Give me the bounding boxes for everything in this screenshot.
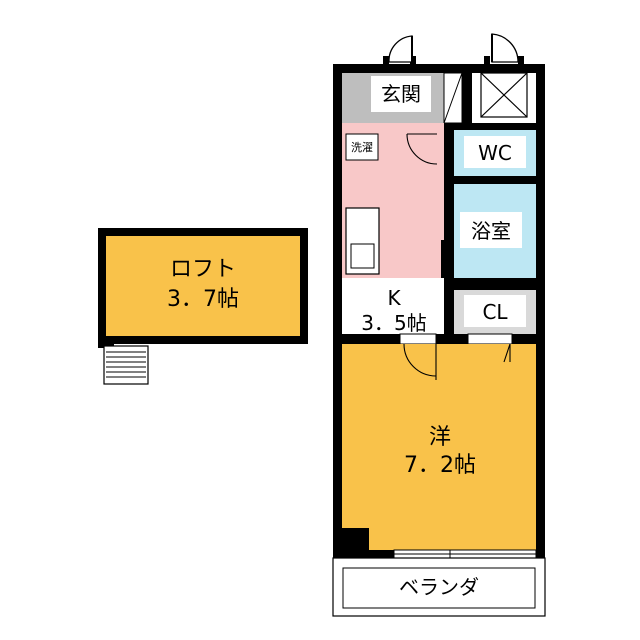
entrance-label: 玄関 — [381, 82, 421, 106]
utility-space — [472, 72, 536, 123]
kitchen-name: K — [387, 286, 401, 310]
western-corner-pillar — [333, 528, 369, 558]
kitchen-upper-white — [342, 278, 444, 341]
loft-name: ロフト — [170, 257, 236, 282]
loft-area: ロフト 3．7帖 — [98, 228, 308, 385]
closet-door-icon — [503, 343, 511, 363]
loft-ladder-icon — [98, 344, 149, 385]
wc-label-box — [464, 136, 526, 168]
door-gap-2 — [467, 333, 513, 345]
loft-size: 3．7帖 — [167, 287, 239, 312]
bath-label: 浴室 — [471, 219, 511, 243]
balcony-label: ベランダ — [399, 575, 479, 599]
kitchen-door-arc — [406, 133, 438, 165]
kitchen-sink-icon — [345, 207, 380, 275]
western-name: 洋 — [429, 425, 451, 450]
western-top-wall — [342, 334, 536, 344]
wc-label: WC — [478, 141, 512, 165]
closet-label-box — [464, 295, 526, 327]
balcony-window-icon — [393, 549, 537, 559]
utility-door-icon — [484, 33, 524, 66]
interior-wall — [444, 123, 454, 341]
kitchen-size: 3．5帖 — [361, 311, 426, 335]
entrance-door-icon — [383, 35, 416, 66]
kitchen-partition — [441, 240, 445, 278]
door-gap-1 — [399, 333, 437, 345]
western-door-arc — [403, 343, 437, 380]
washer-label: 洗濯 — [351, 141, 373, 154]
washing-machine-space: 洗濯 — [345, 133, 379, 161]
western-room — [342, 344, 536, 550]
wc-bath-wall — [454, 176, 536, 184]
entrance-label-box — [371, 76, 431, 112]
balcony: ベランダ — [332, 557, 546, 617]
bath-label-box — [460, 212, 522, 248]
shoe-box — [443, 72, 463, 124]
western-size: 7．2帖 — [404, 453, 476, 478]
bath-closet-wall — [454, 278, 536, 290]
loft-floor — [106, 236, 300, 336]
closet-label: CL — [482, 300, 508, 324]
